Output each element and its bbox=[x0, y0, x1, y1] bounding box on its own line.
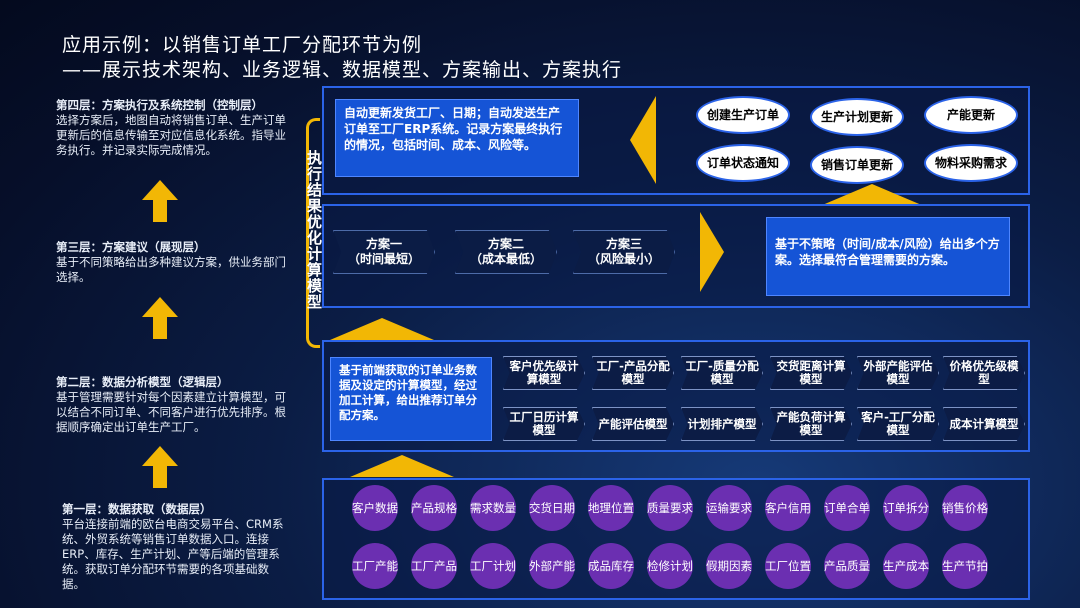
right-arrow-icon bbox=[700, 212, 724, 292]
analysis-description: 基于前端获取的订单业务数据及设定的计算模型，经过加工计算，给出推荐订单分配方案。 bbox=[330, 357, 492, 441]
data-item-row2-1: 工厂产品 bbox=[411, 543, 457, 589]
feedback-bracket bbox=[306, 118, 320, 348]
data-item-row2-5: 检修计划 bbox=[647, 543, 693, 589]
feedback-loop-label: 执行结果优化计算模型 bbox=[305, 150, 323, 310]
plan-3-name: 方案三 bbox=[605, 237, 642, 251]
data-item-row1-2: 需求数量 bbox=[470, 485, 516, 531]
layer-3-description: 第三层：方案建议（展现层） 基于不同策略给出多种建议方案，供业务部门选择。 bbox=[56, 240, 288, 285]
data-item-row1-7: 客户信用 bbox=[765, 485, 811, 531]
data-item-row2-6: 假期因素 bbox=[706, 543, 752, 589]
model-capacity-load: 产能负荷计算模型 bbox=[770, 407, 852, 441]
model-factory-product: 工厂-产品分配模型 bbox=[592, 356, 674, 390]
up-arrow-icon bbox=[330, 318, 434, 340]
layer-2-text: 基于管理需要针对每个因素建立计算模型，可以结合不同订单、不同客户进行优先排序。根… bbox=[56, 390, 286, 434]
layer-4-heading: 第四层：方案执行及系统控制（控制层） bbox=[56, 98, 263, 112]
model-cost-calculation: 成本计算模型 bbox=[943, 407, 1025, 441]
data-item-row2-4: 成品库存 bbox=[588, 543, 634, 589]
oval-material-purchase: 物料采购需求 bbox=[924, 144, 1018, 182]
data-item-row2-7: 工厂位置 bbox=[765, 543, 811, 589]
model-delivery-distance: 交货距离计算模型 bbox=[770, 356, 852, 390]
oval-order-status-notify: 订单状态通知 bbox=[696, 144, 790, 182]
model-price-priority: 价格优先级模型 bbox=[943, 356, 1025, 390]
oval-create-production-order: 创建生产订单 bbox=[696, 96, 790, 134]
model-customer-factory: 客户-工厂分配模型 bbox=[857, 407, 939, 441]
up-arrow-icon bbox=[820, 184, 924, 206]
data-item-row1-0: 客户数据 bbox=[352, 485, 398, 531]
layer-3-text: 基于不同策略给出多种建议方案，供业务部门选择。 bbox=[56, 255, 286, 284]
plan-1-sub: （时间最短） bbox=[347, 252, 420, 266]
left-arrow-icon bbox=[630, 96, 656, 184]
layer-4-text: 选择方案后，地图自动将销售订单、生产订单更新后的信息传输至对应信息化系统。指导业… bbox=[56, 113, 286, 157]
plan-1: 方案一（时间最短） bbox=[333, 230, 435, 274]
model-production-scheduling: 计划排产模型 bbox=[681, 407, 763, 441]
proposal-description: 基于不策略（时间/成本/风险）给出多个方案。选择最符合管理需要的方案。 bbox=[766, 217, 1010, 296]
model-customer-priority: 客户优先级计算模型 bbox=[503, 356, 585, 390]
oval-production-plan-update: 生产计划更新 bbox=[810, 98, 904, 136]
layer-2-heading: 第二层：数据分析模型（逻辑层） bbox=[56, 375, 229, 389]
layer-1-description: 第一层：数据获取（数据层） 平台连接前端的欧台电商交易平台、CRM系统、外贸系统… bbox=[62, 502, 288, 592]
model-external-capacity: 外部产能评估模型 bbox=[857, 356, 939, 390]
data-item-row2-0: 工厂产能 bbox=[352, 543, 398, 589]
data-item-row1-8: 订单合单 bbox=[824, 485, 870, 531]
plan-3-sub: （风险最小） bbox=[587, 252, 660, 266]
layer-2-description: 第二层：数据分析模型（逻辑层） 基于管理需要针对每个因素建立计算模型，可以结合不… bbox=[56, 375, 288, 435]
layer-1-heading: 第一层：数据获取（数据层） bbox=[62, 502, 212, 516]
data-item-row2-8: 产品质量 bbox=[824, 543, 870, 589]
oval-capacity-update: 产能更新 bbox=[924, 96, 1018, 134]
data-item-row1-6: 运输要求 bbox=[706, 485, 752, 531]
up-arrow-icon bbox=[350, 455, 454, 477]
plan-2-name: 方案二 bbox=[487, 237, 524, 251]
data-item-row1-10: 销售价格 bbox=[942, 485, 988, 531]
model-capacity-evaluation: 产能评估模型 bbox=[592, 407, 674, 441]
plan-2-sub: （成本最低） bbox=[469, 252, 542, 266]
data-item-row2-2: 工厂计划 bbox=[470, 543, 516, 589]
data-item-row2-9: 生产成本 bbox=[883, 543, 929, 589]
execution-description: 自动更新发货工厂、日期；自动发送生产订单至工厂ERP系统。记录方案最终执行的情况… bbox=[335, 99, 579, 177]
data-item-row1-3: 交货日期 bbox=[529, 485, 575, 531]
data-item-row1-1: 产品规格 bbox=[411, 485, 457, 531]
layer-1-text: 平台连接前端的欧台电商交易平台、CRM系统、外贸系统等销售订单数据入口。连接ER… bbox=[62, 517, 284, 591]
plan-3: 方案三（风险最小） bbox=[573, 230, 675, 274]
oval-sales-order-update: 销售订单更新 bbox=[810, 146, 904, 184]
data-item-row2-10: 生产节拍 bbox=[942, 543, 988, 589]
data-item-row1-9: 订单拆分 bbox=[883, 485, 929, 531]
plan-1-name: 方案一 bbox=[365, 237, 402, 251]
page-subtitle: ——展示技术架构、业务逻辑、数据模型、方案输出、方案执行 bbox=[62, 59, 623, 81]
data-item-row1-5: 质量要求 bbox=[647, 485, 693, 531]
model-factory-quality: 工厂-质量分配模型 bbox=[681, 356, 763, 390]
layer-3-heading: 第三层：方案建议（展现层） bbox=[56, 240, 206, 254]
data-item-row1-4: 地理位置 bbox=[588, 485, 634, 531]
model-factory-calendar: 工厂日历计算模型 bbox=[503, 407, 585, 441]
plan-2: 方案二（成本最低） bbox=[455, 230, 557, 274]
page-title: 应用示例：以销售订单工厂分配环节为例 bbox=[62, 34, 423, 56]
layer-4-description: 第四层：方案执行及系统控制（控制层） 选择方案后，地图自动将销售订单、生产订单更… bbox=[56, 98, 288, 158]
data-item-row2-3: 外部产能 bbox=[529, 543, 575, 589]
